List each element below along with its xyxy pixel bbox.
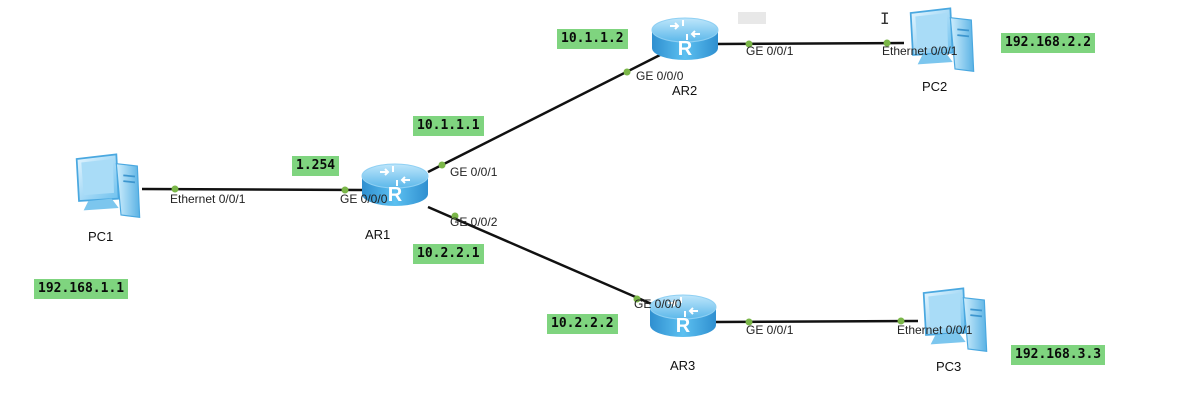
ip-tag-pc1: 192.168.1.1 bbox=[34, 279, 129, 299]
ar2-label: AR2 bbox=[672, 83, 698, 98]
port-dot-ar3-g000 bbox=[633, 295, 641, 303]
port-label-pc2-eth: Ethernet 0/0/1 bbox=[882, 44, 958, 58]
text-cursor-icon: I bbox=[880, 9, 890, 28]
port-dot-pc3 bbox=[897, 317, 905, 325]
port-label-ar3-g001: GE 0/0/1 bbox=[746, 323, 794, 337]
link-ar1-ar2 bbox=[427, 53, 661, 174]
link-ar1-ar3 bbox=[427, 205, 655, 307]
port-label-pc1-eth: Ethernet 0/0/1 bbox=[170, 192, 246, 206]
ip-tag-pc3: 192.168.3.3 bbox=[1011, 345, 1106, 365]
pc1-label: PC1 bbox=[88, 229, 114, 244]
port-label-ar1-g000: GE 0/0/0 bbox=[340, 192, 388, 206]
port-label-ar1-g002: GE 0/0/2 bbox=[450, 215, 498, 229]
ip-tag-ar1-g001: 10.1.1.1 bbox=[413, 116, 484, 136]
port-dot-ar3-g001 bbox=[745, 318, 753, 326]
port-dot-ar1-g001 bbox=[438, 161, 446, 169]
port-label-pc3-eth: Ethernet 0/0/1 bbox=[897, 323, 973, 337]
ar3-label: AR3 bbox=[670, 358, 696, 373]
port-dot-ar2-g001 bbox=[745, 40, 753, 48]
ip-tag-pc2: 192.168.2.2 bbox=[1001, 33, 1096, 53]
ip-tag-ar3-g000: 10.2.2.2 bbox=[547, 314, 618, 334]
port-dot-ar1-g000 bbox=[341, 186, 349, 194]
ip-tag-ar2-g000: 10.1.1.2 bbox=[557, 29, 628, 49]
link-ar2-pc2 bbox=[715, 41, 905, 46]
pc3-icon[interactable] bbox=[922, 287, 988, 353]
port-dot-ar1-g002 bbox=[451, 212, 459, 220]
pc1-icon[interactable] bbox=[75, 153, 141, 219]
pc3-label: PC3 bbox=[936, 359, 962, 374]
port-label-ar2-g001: GE 0/0/1 bbox=[746, 44, 794, 58]
ip-tag-ar1-g000: 1.254 bbox=[292, 156, 340, 176]
pc2-label: PC2 bbox=[922, 79, 948, 94]
port-label-ar2-g000: GE 0/0/0 bbox=[636, 69, 684, 83]
pc2-icon[interactable] bbox=[909, 7, 975, 73]
port-label-ar3-g000: GE 0/0/0 bbox=[634, 297, 682, 311]
ip-tag-ar1-g002: 10.2.2.1 bbox=[413, 244, 484, 264]
ar1-label: AR1 bbox=[365, 227, 391, 242]
port-dots bbox=[171, 39, 905, 326]
port-dot-ar2-g000 bbox=[623, 68, 631, 76]
links bbox=[141, 41, 919, 324]
link-pc1-ar1 bbox=[141, 187, 364, 192]
ar2-router-icon[interactable] bbox=[650, 16, 720, 62]
port-dot-pc1 bbox=[171, 185, 179, 193]
port-dot-pc2 bbox=[883, 39, 891, 47]
blank-placeholder bbox=[738, 12, 766, 24]
port-label-ar1-g001: GE 0/0/1 bbox=[450, 165, 498, 179]
